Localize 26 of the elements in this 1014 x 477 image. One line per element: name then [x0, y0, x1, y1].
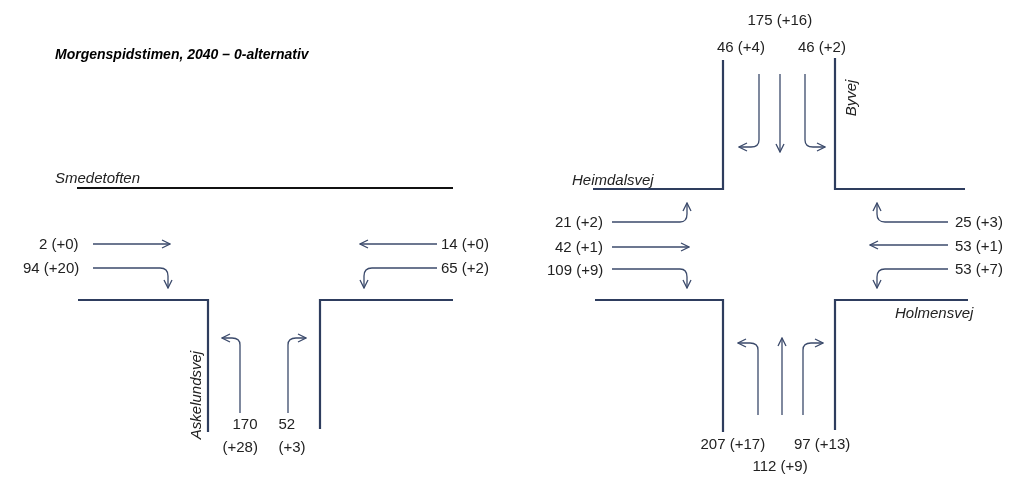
- traffic-count: 109 (+9): [547, 261, 604, 279]
- traffic-count: 46 (+2): [798, 38, 846, 56]
- traffic-count: 21 (+2): [555, 213, 603, 231]
- traffic-count: 14 (+0): [441, 235, 489, 253]
- street-name: Heimdalsvej: [572, 171, 654, 189]
- traffic-count: 94 (+20): [23, 259, 80, 277]
- street-name: Smedetoften: [55, 169, 141, 187]
- traffic-count: 170: [232, 415, 258, 433]
- street-name: Askelundsvej: [187, 350, 206, 440]
- traffic-count: 112 (+9): [752, 457, 808, 475]
- traffic-count: (+3): [278, 438, 306, 456]
- street-name: Byvej: [841, 79, 860, 117]
- traffic-count: 175 (+16): [747, 11, 813, 29]
- traffic-count: 2 (+0): [39, 235, 79, 253]
- traffic-count: (+28): [222, 438, 258, 456]
- traffic-count: 25 (+3): [955, 213, 1003, 231]
- traffic-count: 42 (+1): [555, 238, 603, 256]
- diagram-title: Morgenspidstimen, 2040 – 0-alternativ: [55, 46, 309, 62]
- street-name: Holmensvej: [895, 304, 974, 322]
- traffic-count: 65 (+2): [441, 259, 489, 277]
- traffic-count: 97 (+13): [794, 435, 851, 453]
- traffic-count: 53 (+7): [955, 260, 1003, 278]
- traffic-count: 52: [278, 415, 296, 433]
- traffic-count: 207 (+17): [700, 435, 766, 453]
- traffic-count: 46 (+4): [717, 38, 765, 56]
- traffic-count: 53 (+1): [955, 237, 1003, 255]
